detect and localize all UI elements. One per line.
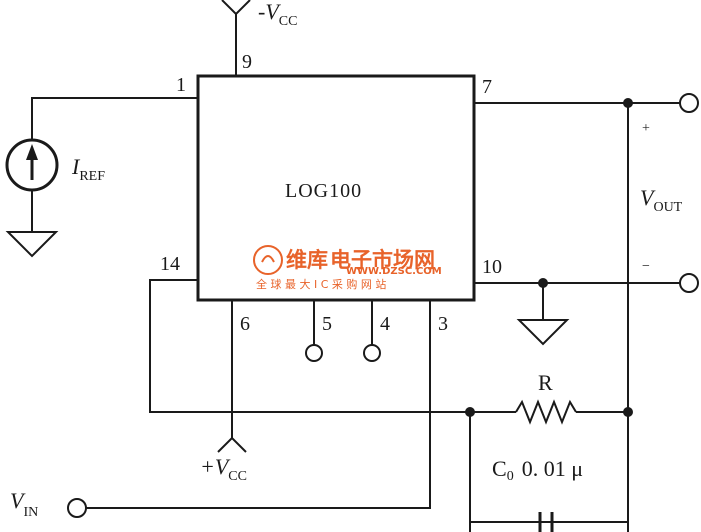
vcc-bottom-arrow-icon [217,436,247,453]
watermark: 维库电子市场网 WWW.DZSC.COM 全 球 最 大 I C 采 购 网 站 [253,245,442,291]
vout-minus-terminal[interactable] [679,273,699,293]
pin-9-label: 9 [242,51,252,73]
current-source-arrow-icon [26,144,38,160]
log100-chip-body [196,74,476,302]
watermark-logo-icon [253,245,283,275]
vout-plus-sign: + [642,121,650,136]
resistor-icon [515,399,577,425]
pin-3-label: 3 [438,313,448,335]
vin-label: VIN [10,488,38,520]
pin-14-label: 14 [160,253,180,275]
ground-icon-iref [5,231,59,258]
pin-10-label: 10 [482,256,502,278]
pin14-wire [149,279,470,413]
ground-icon-pin10 [516,319,570,346]
vout-label: VOUT [640,185,683,215]
pin3-wire [86,300,431,509]
watermark-url: WWW.DZSC.COM [346,266,442,277]
pin-1-label: 1 [176,74,186,96]
pin-7-label: 7 [482,76,492,98]
pin4-terminal[interactable] [363,344,381,362]
vcc-top-arrow-icon [221,0,251,16]
vcc-top-label: -VCC [258,0,297,29]
resistor-label: R [538,370,553,395]
pin-5-label: 5 [322,313,332,335]
pin5-terminal[interactable] [305,344,323,362]
chip-name: LOG100 [285,180,362,202]
pin-6-label: 6 [240,313,250,335]
watermark-logo-swirl [261,255,275,263]
vin-terminal[interactable] [67,498,87,518]
vout-plus-terminal[interactable] [679,93,699,113]
watermark-subtitle: 全 球 最 大 I C 采 购 网 站 [256,277,386,291]
vout-minus-sign: − [642,259,650,274]
watermark-title: 维库电子市场网 [286,248,435,272]
vcc-bottom-label: +VCC [200,454,247,484]
pin-4-label: 4 [380,313,390,335]
iref-label: IREF [71,154,105,184]
pin1-wire [31,97,198,140]
